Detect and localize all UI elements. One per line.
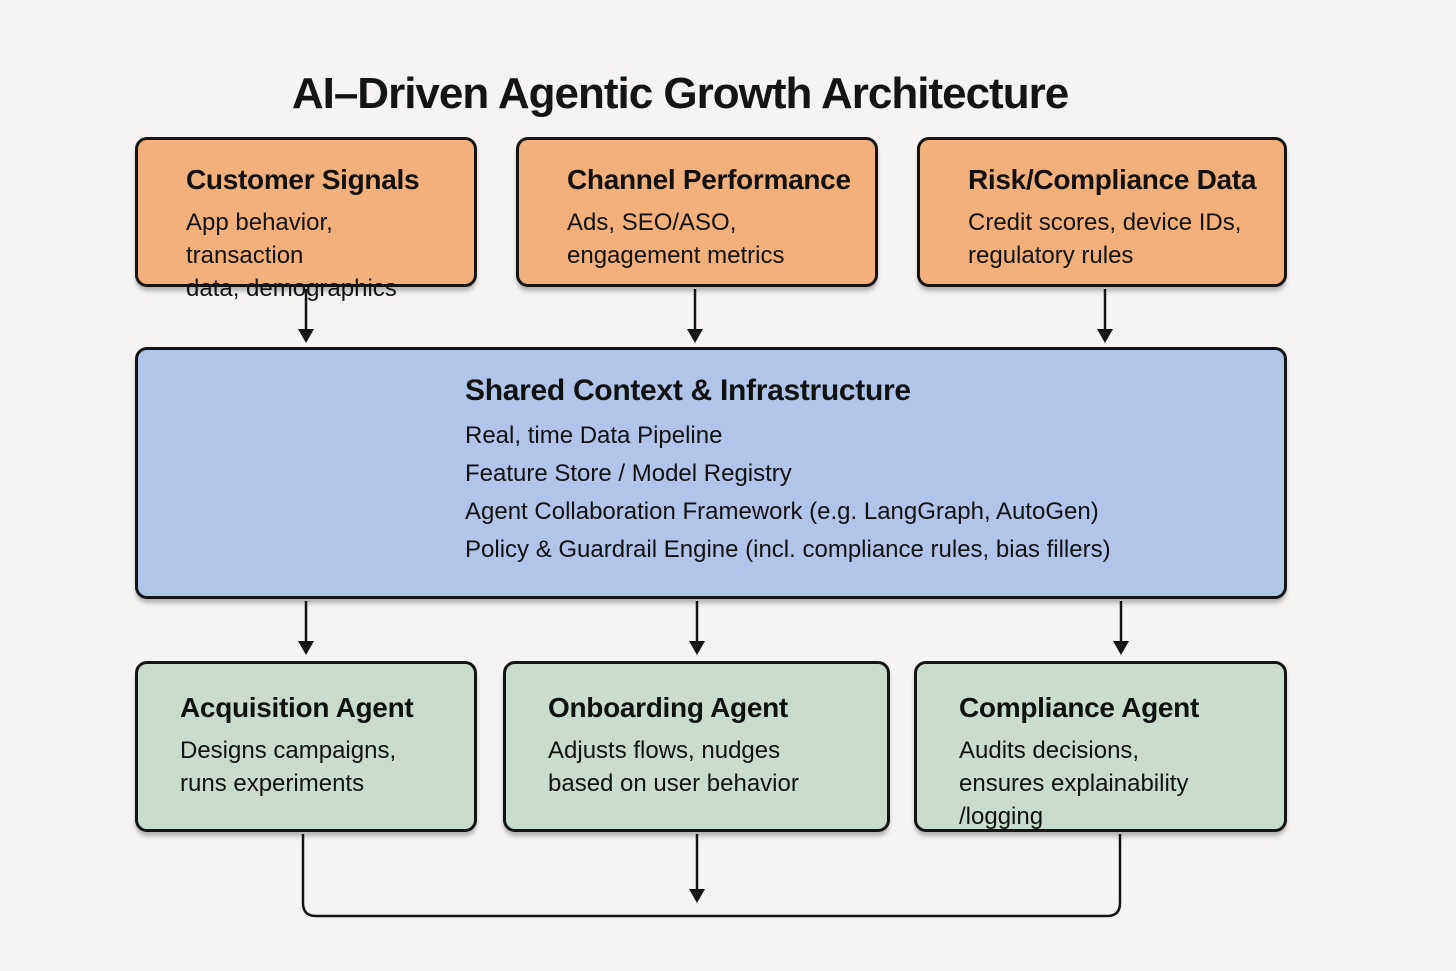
hub-item-list: Real, time Data Pipeline Feature Store /… [465,417,1260,569]
box-description: Credit scores, device IDs, regulatory ru… [968,209,1242,269]
hub-item: Real, time Data Pipeline [465,422,723,449]
box-title: Customer Signals [186,164,420,195]
hub-box-shared-context: Shared Context & Infrastructure Real, ti… [135,347,1287,599]
source-box-channel-performance: Channel Performance Ads, SEO/ASO, engage… [516,137,878,287]
box-title: Compliance Agent [959,692,1199,723]
box-title: Channel Performance [567,164,851,195]
box-title: Acquisition Agent [180,692,414,723]
source-box-customer-signals: Customer Signals App behavior, transacti… [135,137,477,302]
diagram-title: AI–Driven Agentic Growth Architecture [291,69,1069,119]
box-description: Ads, SEO/ASO, engagement metrics [567,209,785,269]
hub-item: Policy & Guardrail Engine (incl. complia… [465,536,1111,563]
hub-title: Shared Context & Infrastructure [465,374,911,407]
box-description: Audits decisions, ensures explainability… [959,737,1189,830]
agent-box-onboarding: Onboarding Agent Adjusts flows, nudges b… [503,661,890,832]
box-title: Onboarding Agent [548,692,788,723]
source-box-risk-compliance-data: Risk/Compliance Data Credit scores, devi… [917,137,1287,287]
agent-box-compliance: Compliance Agent Audits decisions, ensur… [914,661,1287,832]
box-title: Risk/Compliance Data [968,164,1257,195]
hub-item: Agent Collaboration Framework (e.g. Lang… [465,498,1099,525]
box-description: Adjusts flows, nudges based on user beha… [548,737,799,797]
box-description: App behavior, transaction data, demograp… [186,209,397,302]
feedback-loop-line [301,834,1122,918]
box-description: Designs campaigns, runs experiments [180,737,397,797]
hub-item: Feature Store / Model Registry [465,460,792,487]
agent-box-acquisition: Acquisition Agent Designs campaigns, run… [135,661,477,832]
